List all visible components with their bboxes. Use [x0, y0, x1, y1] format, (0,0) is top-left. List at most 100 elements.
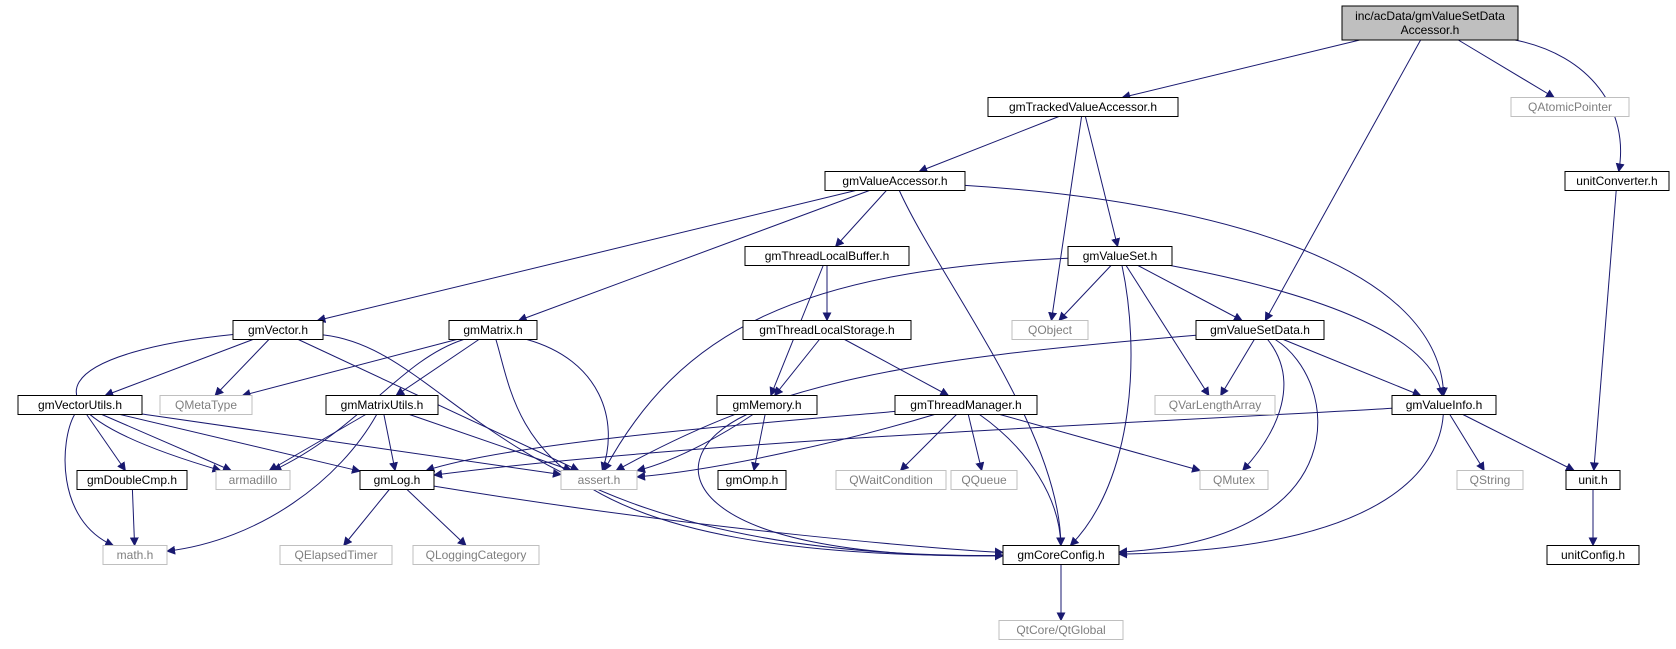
node-label: QLoggingCategory: [426, 548, 527, 562]
edge-vecutils-to-doublecmp: [86, 414, 126, 472]
edge-valueset-to-qvarlen: [1125, 265, 1210, 397]
node-label: armadillo: [229, 473, 278, 487]
node-label: QVarLengthArray: [1169, 398, 1262, 412]
node-label: gmThreadLocalBuffer.h: [765, 249, 890, 263]
node-matutils[interactable]: gmMatrixUtils.h: [325, 395, 439, 415]
node-armadillo: armadillo: [215, 470, 291, 490]
node-box: [1067, 246, 1173, 266]
node-label: gmLog.h: [374, 473, 421, 487]
node-box: [1199, 470, 1269, 490]
edge-vector-to-vecutils: [104, 339, 254, 397]
node-assert: assert.h: [560, 470, 638, 490]
edge-vecutils-to-log: [120, 414, 361, 474]
node-vector[interactable]: gmVector.h: [232, 320, 324, 340]
edge-tracked-to-valueset: [1084, 116, 1121, 248]
node-coreconfig[interactable]: gmCoreConfig.h: [1002, 545, 1120, 565]
node-label: Accessor.h: [1401, 23, 1460, 37]
node-box: [1002, 545, 1120, 565]
node-unit[interactable]: unit.h: [1565, 470, 1621, 490]
node-qwaitcond: QWaitCondition: [835, 470, 947, 490]
node-box: [1564, 171, 1670, 191]
node-qvarlen: QVarLengthArray: [1154, 395, 1276, 415]
node-unitconv[interactable]: unitConverter.h: [1564, 171, 1670, 191]
edge-valueinfo-to-unit: [1462, 414, 1575, 471]
node-box: [1154, 395, 1276, 415]
node-label: QtCore/QtGlobal: [1016, 623, 1105, 637]
node-omp[interactable]: gmOmp.h: [717, 470, 787, 490]
node-label: QMutex: [1213, 473, 1255, 487]
node-label: unitConfig.h: [1561, 548, 1625, 562]
node-valueacc[interactable]: gmValueAccessor.h: [824, 171, 966, 191]
edge-matutils-to-math: [166, 414, 378, 555]
node-threadmgr[interactable]: gmThreadManager.h: [894, 395, 1038, 415]
node-label: gmThreadLocalStorage.h: [759, 323, 894, 337]
node-box: [448, 320, 538, 340]
node-tlstorage[interactable]: gmThreadLocalStorage.h: [742, 320, 912, 340]
node-box: [17, 395, 143, 415]
node-box: [102, 545, 168, 565]
edge-valueacc-to-coreconfig: [898, 190, 1066, 547]
edge-tlstorage-to-memory: [774, 339, 820, 397]
node-qatomic: QAtomicPointer: [1510, 97, 1630, 117]
node-unitconfig[interactable]: unitConfig.h: [1546, 545, 1640, 565]
edge-matutils-to-assert: [409, 414, 573, 473]
edge-unitconv-to-unit: [1589, 190, 1617, 472]
edge-vsdata-to-valueinfo: [1283, 339, 1422, 397]
edge-log-to-qlogcat: [406, 489, 467, 547]
node-qmutex: QMutex: [1199, 470, 1269, 490]
edge-valueacc-to-matrix: [517, 190, 870, 322]
node-doublecmp[interactable]: gmDoubleCmp.h: [76, 470, 188, 490]
node-vecutils[interactable]: gmVectorUtils.h: [17, 395, 143, 415]
edge-tracked-to-valueacc: [918, 116, 1060, 173]
node-label: gmThreadManager.h: [910, 398, 1021, 412]
node-label: QMetaType: [175, 398, 237, 412]
node-qstring: QString: [1456, 470, 1524, 490]
node-box: [894, 395, 1038, 415]
node-vsdata[interactable]: gmValueSetData.h: [1195, 320, 1325, 340]
node-box: [279, 545, 393, 565]
node-log[interactable]: gmLog.h: [359, 470, 435, 490]
edge-valueset-to-valueinfo: [1170, 265, 1446, 397]
node-box: [1341, 5, 1519, 41]
node-box: [744, 246, 910, 266]
edge-tlstorage-to-threadmgr: [844, 339, 950, 396]
edge-threadmgr-to-assert: [636, 414, 935, 481]
node-box: [1546, 545, 1640, 565]
node-box: [215, 470, 291, 490]
node-label: inc/acData/gmValueSetData: [1355, 9, 1505, 23]
node-box: [998, 620, 1124, 640]
edge-valueset-to-coreconfig: [1069, 265, 1132, 547]
node-label: gmValueSetData.h: [1210, 323, 1310, 337]
node-tlbuffer[interactable]: gmThreadLocalBuffer.h: [744, 246, 910, 266]
edge-matrix-to-matutils: [395, 339, 480, 397]
node-label: QWaitCondition: [849, 473, 933, 487]
node-box: [159, 395, 253, 415]
node-box: [717, 470, 787, 490]
node-label: unitConverter.h: [1576, 174, 1657, 188]
node-valueinfo[interactable]: gmValueInfo.h: [1391, 395, 1497, 415]
node-valueset[interactable]: gmValueSet.h: [1067, 246, 1173, 266]
edge-matrix-to-qmetatype: [241, 339, 457, 398]
node-matrix[interactable]: gmMatrix.h: [448, 320, 538, 340]
node-box: [1195, 320, 1325, 340]
node-box: [1391, 395, 1497, 415]
node-label: gmValueInfo.h: [1406, 398, 1483, 412]
edge-threadmgr-to-qwaitcond: [899, 414, 957, 472]
edge-vecutils-to-armadillo: [101, 414, 232, 472]
node-qlogcat: QLoggingCategory: [412, 545, 540, 565]
node-memory[interactable]: gmMemory.h: [716, 395, 818, 415]
edge-valueset-to-assert: [603, 257, 1069, 472]
node-box: [359, 470, 435, 490]
node-label: assert.h: [578, 473, 621, 487]
node-label: QAtomicPointer: [1528, 100, 1612, 114]
node-box: [1456, 470, 1524, 490]
node-label: gmTrackedValueAccessor.h: [1009, 100, 1157, 114]
node-box: [742, 320, 912, 340]
node-box: [1011, 320, 1089, 340]
node-tracked[interactable]: gmTrackedValueAccessor.h: [987, 97, 1179, 117]
edge-vector-to-qmetatype: [214, 339, 270, 397]
node-label: gmValueAccessor.h: [842, 174, 947, 188]
